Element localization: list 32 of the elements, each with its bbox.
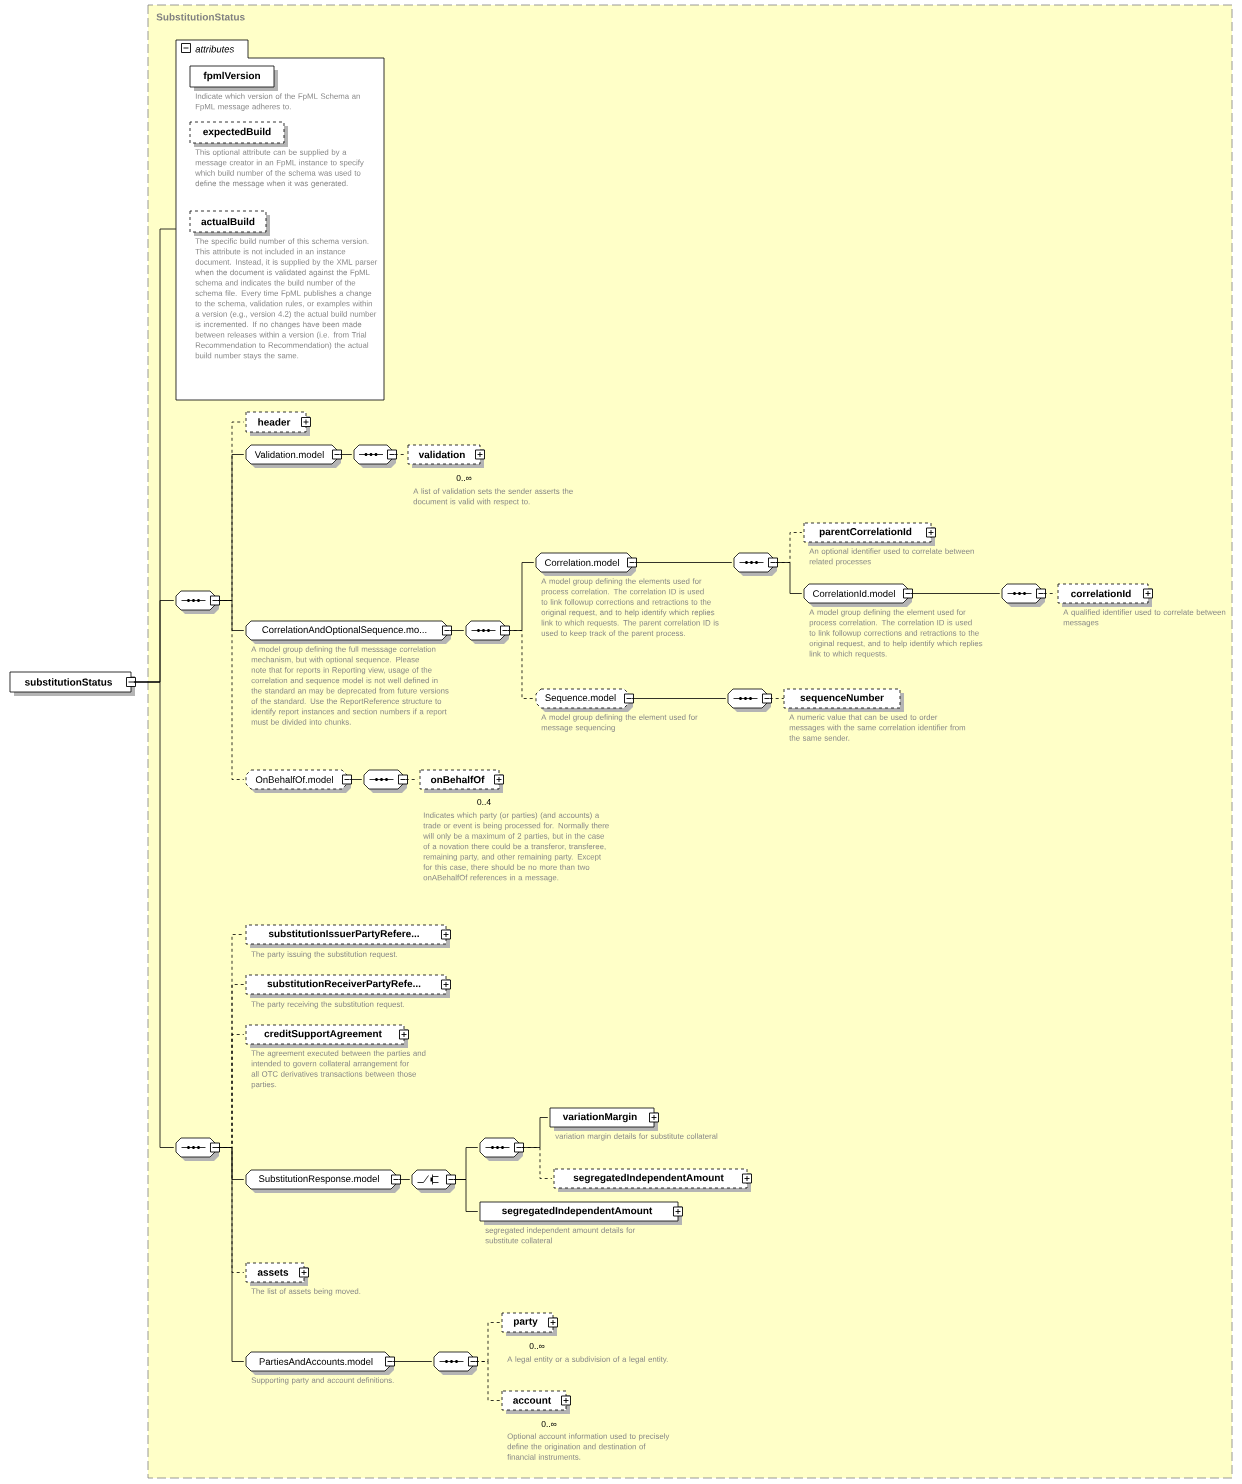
model-group-box: CorrelationAndOptionalSequence.mo... — [245, 620, 451, 644]
connector-line — [392, 1361, 433, 1362]
element-box: substitutionIssuerPartyRefere... — [245, 924, 450, 948]
model-group-box: SubstitutionResponse.model — [245, 1169, 400, 1193]
connector-line — [631, 698, 727, 699]
connector-line — [217, 600, 245, 780]
connector-line — [398, 1179, 411, 1180]
connector-line — [339, 454, 353, 455]
connector-line — [769, 698, 785, 699]
connector-line — [217, 1147, 245, 1362]
connector-line — [910, 593, 1001, 594]
element-box: creditSupportAgreement — [245, 1024, 408, 1048]
cardinality-label: 0..4 — [477, 799, 491, 805]
element-box: substitutionStatus — [9, 671, 135, 696]
element-box: segregatedIndependentAmount — [479, 1201, 682, 1225]
cardinality-label: 0..∞ — [541, 1421, 557, 1427]
cardinality-label: 0..∞ — [529, 1343, 545, 1349]
connector-line — [453, 1179, 479, 1212]
connector-line — [449, 630, 465, 631]
element-box: parentCorrelationId — [803, 522, 935, 546]
connector-line — [349, 779, 363, 780]
connector-line — [775, 562, 803, 594]
connector-line — [133, 681, 175, 1148]
cardinality-label: 0..∞ — [456, 475, 472, 481]
connector-line — [475, 1361, 501, 1401]
model-group-box: PartiesAndAccounts.model — [245, 1351, 394, 1375]
connector-line — [521, 1147, 553, 1179]
connector-line — [394, 454, 407, 455]
element-box: substitutionReceiverPartyRefe... — [245, 974, 450, 998]
connector-line — [507, 630, 535, 699]
element-box: segregatedIndependentAmount — [553, 1168, 751, 1192]
connector-line — [634, 562, 733, 563]
